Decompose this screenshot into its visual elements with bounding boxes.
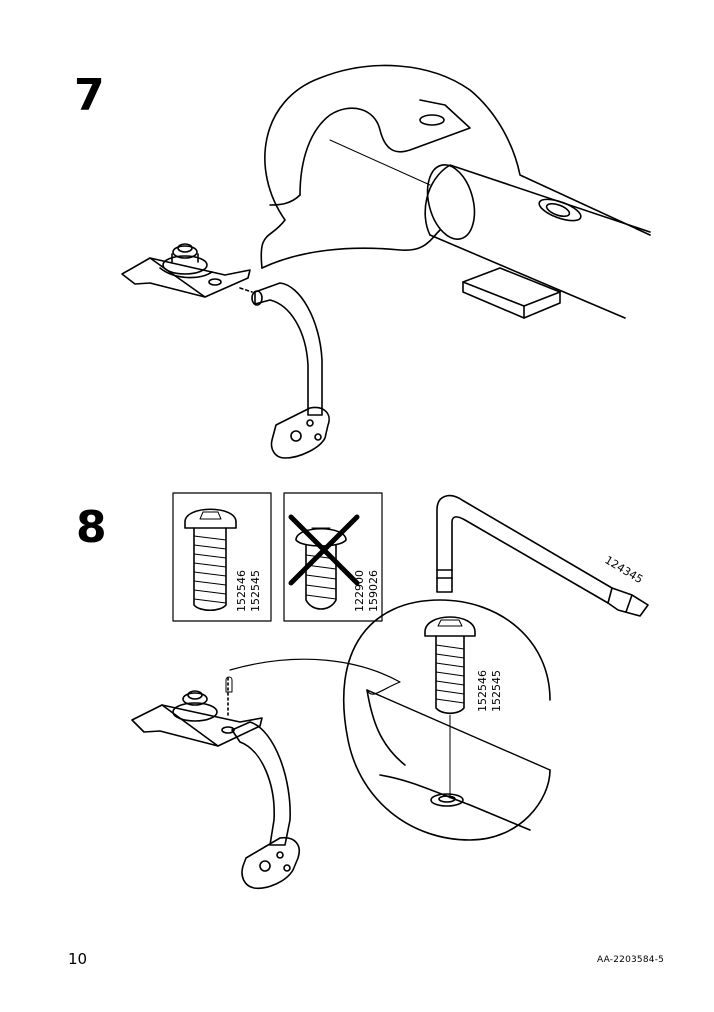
step7-rod [239,282,330,459]
wrong-screw-code-2: 159026 [367,570,380,612]
step-7-number: 7 [74,70,105,121]
step8-zoom-detail [229,599,551,841]
screw-icon [184,508,237,612]
allen-key-icon [436,494,649,617]
detail-screw-code-1: 152546 [476,670,489,712]
step7-zoom-detail [260,64,651,319]
step7-bracket [121,243,251,298]
document-code: AA-2203584-5 [597,955,665,965]
wrong-screw-box [283,492,383,622]
correct-screw-code-2: 152545 [249,570,262,612]
allen-key-code: 124345 [602,553,645,586]
page-number: 10 [68,950,88,968]
step8-rod [231,721,300,890]
detail-screw-code-2: 152545 [490,670,503,712]
correct-screw-box [172,492,272,622]
step8-bracket [131,676,263,747]
correct-screw-code-1: 152546 [235,570,248,612]
step-8-number: 8 [76,502,107,553]
wrong-screw-code-1: 122900 [353,570,366,612]
crossed-out-screw-icon [288,514,360,610]
